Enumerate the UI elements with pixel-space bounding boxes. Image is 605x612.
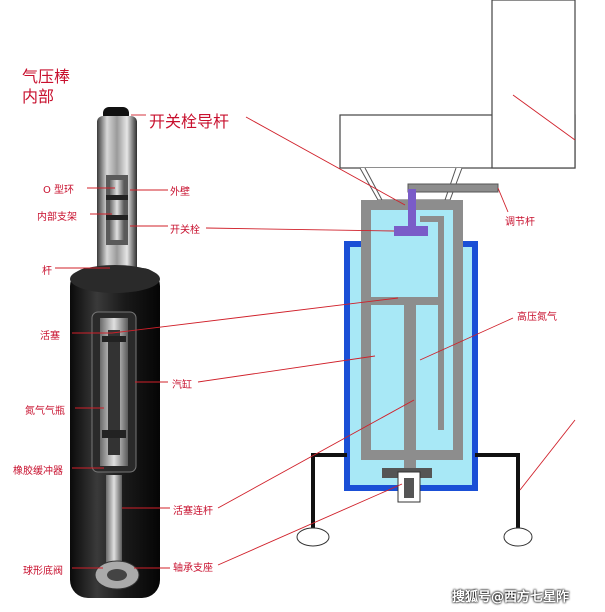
label-bearing-support: 轴承支座 <box>173 563 213 574</box>
diagram-title-line2: 内部 <box>22 87 55 106</box>
label-rubber-buffer: 橡胶缓冲器 <box>13 466 63 477</box>
label-nitrogen-bottle: 氮气气瓶 <box>25 406 65 417</box>
base-leg-left <box>311 453 347 528</box>
label-piston: 活塞 <box>40 331 60 342</box>
gas-spring-cutaway <box>70 107 160 598</box>
base-leg-right <box>475 453 520 528</box>
label-cylinder: 汽缸 <box>172 380 192 391</box>
adjust-lever <box>407 183 499 193</box>
label-rod: 杆 <box>42 266 52 277</box>
label-ball-valve: 球形底阀 <box>23 566 63 577</box>
piston-rod <box>404 305 416 480</box>
label-high-pressure-nitrogen: 高压氮气 <box>517 312 557 323</box>
label-piston-rod: 活塞连杆 <box>173 506 213 517</box>
label-inner-bracket: 内部支架 <box>37 212 77 223</box>
label-switch-guide-rod: 开关栓导杆 <box>149 112 230 131</box>
leader-lines <box>55 94 576 569</box>
switch-plug <box>394 226 428 236</box>
backrest-post <box>491 0 576 169</box>
piston-plate <box>371 297 443 305</box>
lower-rod <box>106 475 122 575</box>
watermark: 搜狐号@西方七星阼 <box>452 590 570 605</box>
caster-left <box>296 527 330 547</box>
label-switch-plug: 开关栓 <box>170 225 200 236</box>
gas-spring-schematic <box>296 0 576 547</box>
switch-guide-rod <box>408 189 416 227</box>
caster-right <box>503 527 533 547</box>
label-adjust-rod: 调节杆 <box>505 217 535 228</box>
diagram-title-line1: 气压棒 <box>22 67 71 86</box>
label-o-ring: O 型环 <box>43 185 75 196</box>
bypass-channel <box>438 222 444 430</box>
label-outer-wall: 外壁 <box>170 187 190 198</box>
